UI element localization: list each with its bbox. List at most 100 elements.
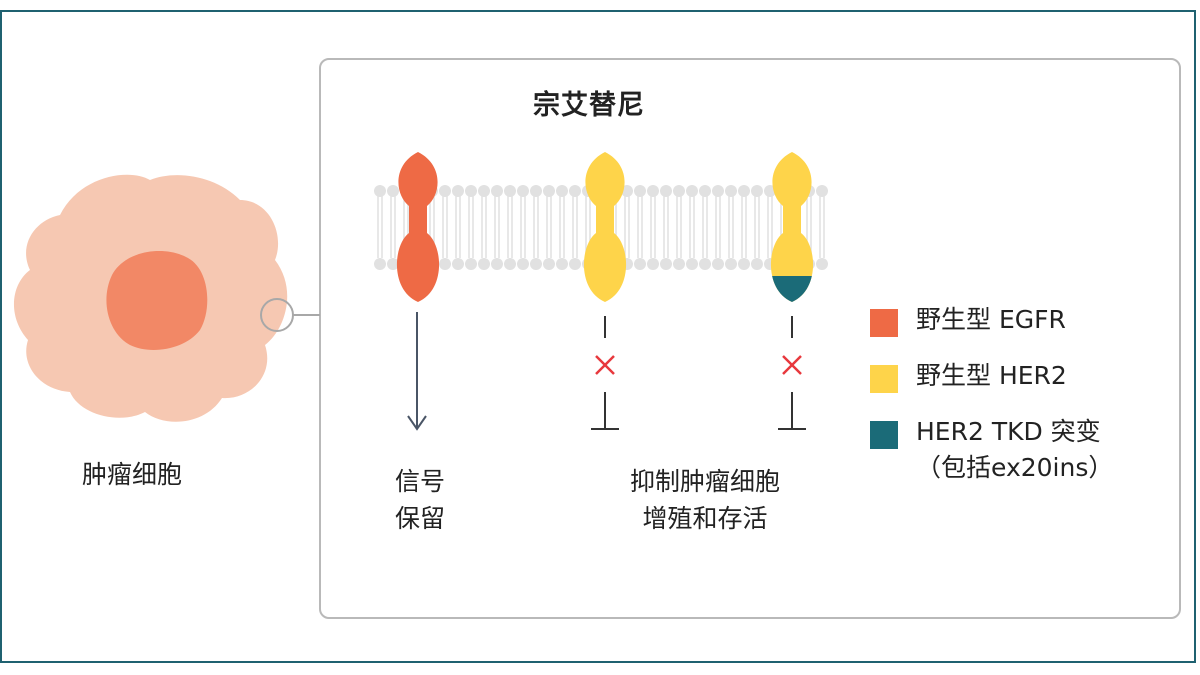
membrane-lipid-head (634, 258, 646, 270)
legend: 野生型 EGFR 野生型 HER2 HER2 TKD 突变 （包括ex20ins… (870, 302, 1113, 482)
membrane-lipid-head (543, 258, 555, 270)
membrane-lipid-head (491, 185, 503, 197)
membrane-lipid-head (491, 258, 503, 270)
membrane-lipid-head (504, 258, 516, 270)
membrane-lipid-head (686, 185, 698, 197)
membrane-lipid-head (699, 258, 711, 270)
membrane-lipid-tail (676, 196, 682, 258)
membrane-lipid-tail (520, 196, 526, 258)
signal-retained-label: 信号 保留 (382, 463, 458, 537)
membrane-lipid-tail (559, 196, 565, 258)
legend-swatch-egfr (870, 309, 898, 337)
membrane-lipid-head (387, 185, 399, 197)
membrane-lipid-head (478, 185, 490, 197)
legend-swatch-her2-mutant (870, 421, 898, 449)
membrane-lipid-tail (767, 196, 773, 258)
her2-mutant-inhibition-symbol (778, 316, 806, 430)
signal-arrow (407, 312, 427, 431)
membrane-lipid-head (647, 185, 659, 197)
membrane-lipid-tail (390, 196, 396, 258)
membrane-lipid-head (517, 258, 529, 270)
tumor-cell-label: 肿瘤细胞 (82, 460, 183, 489)
membrane-lipid-head (712, 258, 724, 270)
legend-swatch-her2 (870, 365, 898, 393)
membrane-lipid-head (569, 185, 581, 197)
membrane-lipid-head (569, 258, 581, 270)
membrane-lipid-tail (455, 196, 461, 258)
membrane-lipid-tail (819, 196, 825, 258)
legend-label-her2-mutant-sub: （包括ex20ins） (916, 453, 1114, 482)
membrane-lipid-head (725, 185, 737, 197)
membrane-lipid-tail (741, 196, 747, 258)
membrane-lipid-head (452, 185, 464, 197)
membrane-lipid-head (556, 185, 568, 197)
membrane-lipid-head (725, 258, 737, 270)
legend-label-her2-mutant: HER2 TKD 突变 （包括ex20ins） (916, 414, 1113, 486)
membrane-lipid-head (439, 185, 451, 197)
membrane-lipid-tail (481, 196, 487, 258)
outer-frame (0, 10, 1196, 663)
membrane-lipid-head (712, 185, 724, 197)
membrane-lipid-tail (546, 196, 552, 258)
membrane-lipid-head (660, 258, 672, 270)
mechanism-panel (319, 58, 1181, 619)
membrane-lipid-head (543, 185, 555, 197)
membrane-lipid-head (634, 185, 646, 197)
membrane-lipid-head (387, 258, 399, 270)
membrane-lipid-head (660, 185, 672, 197)
inhibit-label-line2: 增殖和存活 (642, 504, 768, 533)
drug-title: 宗艾替尼 (533, 90, 645, 121)
membrane-lipid-head (738, 258, 750, 270)
her2-wildtype-receptor (583, 152, 627, 302)
membrane-lipid-head (699, 185, 711, 197)
membrane-lipid-head (686, 258, 698, 270)
membrane-lipid-head (465, 185, 477, 197)
membrane-lipid-head (530, 258, 542, 270)
legend-label-egfr: 野生型 EGFR (916, 305, 1066, 334)
membrane-lipid-tail (715, 196, 721, 258)
membrane-lipid-tail (689, 196, 695, 258)
membrane-lipid-head (465, 258, 477, 270)
legend-label-her2-mutant-main: HER2 TKD 突变 (916, 417, 1101, 446)
signal-label-line2: 保留 (394, 504, 445, 533)
membrane-lipid-head (816, 258, 828, 270)
membrane-lipid-head (556, 258, 568, 270)
membrane-lipid-tail (468, 196, 474, 258)
membrane-lipid-tail (702, 196, 708, 258)
membrane-lipid-tail (507, 196, 513, 258)
membrane-lipid-head (439, 258, 451, 270)
her2-inhibition-symbol (591, 316, 619, 430)
membrane-lipid-head (751, 185, 763, 197)
inhibit-label-line1: 抑制肿瘤细胞 (629, 467, 780, 496)
membrane-lipid-head (504, 185, 516, 197)
legend-item-her2: 野生型 HER2 (870, 358, 1113, 414)
membrane-lipid-head (374, 185, 386, 197)
membrane-lipid-head (751, 258, 763, 270)
membrane-lipid-tail (572, 196, 578, 258)
membrane-lipid-head (452, 258, 464, 270)
membrane-lipid-tail (624, 196, 630, 258)
membrane-lipid-tail (663, 196, 669, 258)
tumor-nucleus (106, 251, 208, 350)
legend-item-her2-mutant: HER2 TKD 突变 （包括ex20ins） (870, 414, 1113, 482)
signal-label-line1: 信号 (394, 467, 445, 496)
membrane-lipid-tail (494, 196, 500, 258)
membrane-lipid-tail (533, 196, 539, 258)
membrane-lipid-tail (650, 196, 656, 258)
membrane-lipid-head (816, 185, 828, 197)
membrane-lipid-head (478, 258, 490, 270)
membrane-lipid-head (738, 185, 750, 197)
membrane-lipid-head (530, 185, 542, 197)
inhibition-outcome-label: 抑制肿瘤细胞 增殖和存活 (590, 463, 820, 537)
membrane-lipid-tail (728, 196, 734, 258)
her2-tkd-mutant-receptor (770, 152, 814, 302)
membrane-lipid-head (673, 185, 685, 197)
membrane-lipid-head (374, 258, 386, 270)
membrane-lipid-tail (637, 196, 643, 258)
egfr-receptor (396, 152, 440, 302)
membrane-lipid-tail (754, 196, 760, 258)
membrane-lipid-head (647, 258, 659, 270)
membrane-lipid-tail (442, 196, 448, 258)
membrane-lipid-tail (377, 196, 383, 258)
